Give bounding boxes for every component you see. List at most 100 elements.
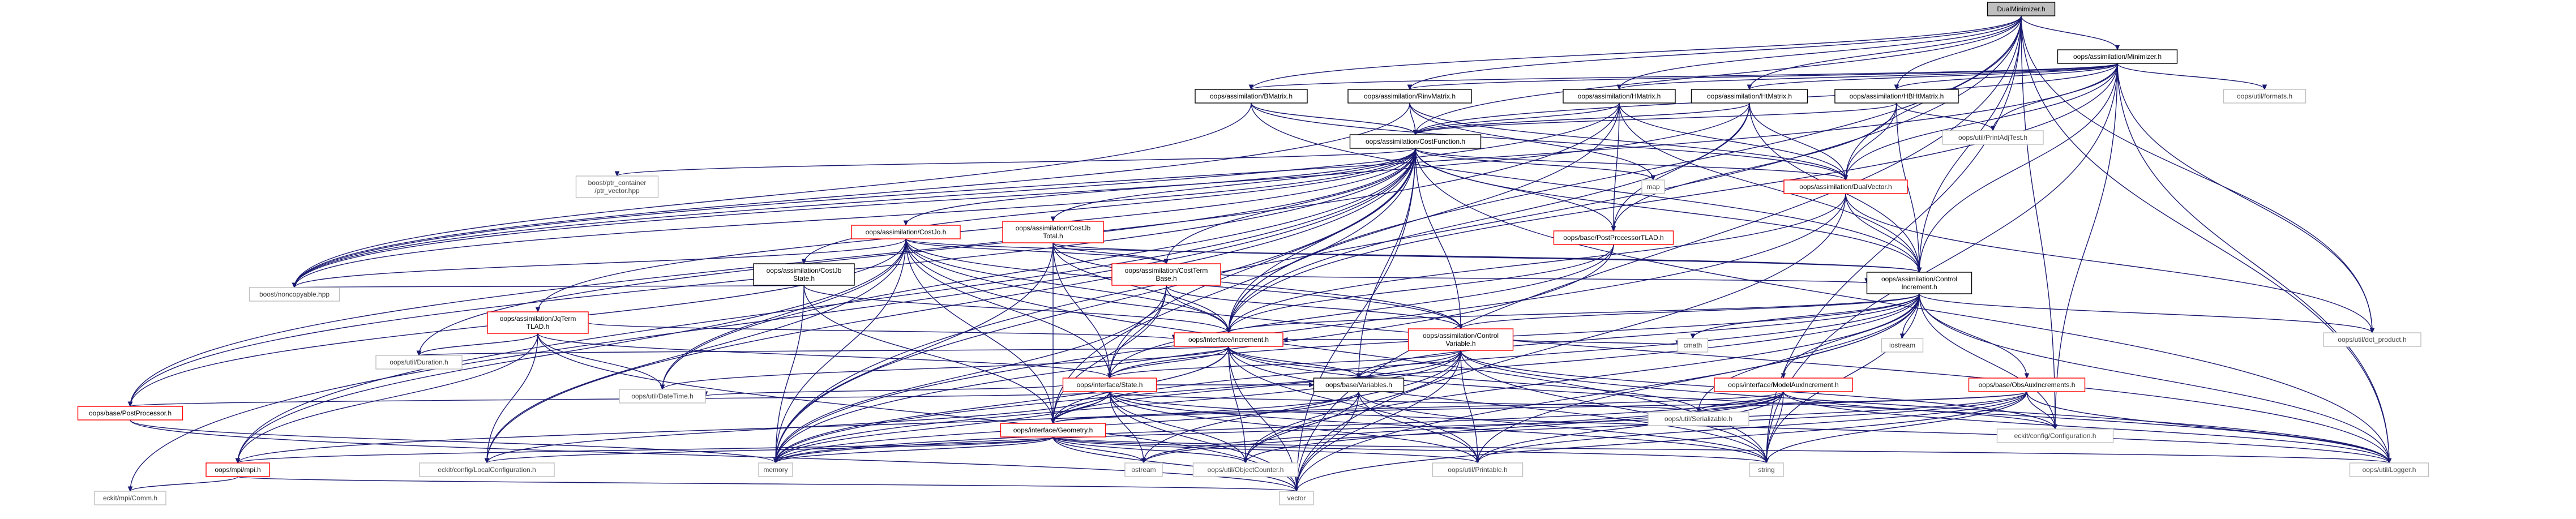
edge-n35-to-n45 [1052, 436, 1297, 492]
edge-n29-to-n39 [1109, 391, 1144, 464]
edge-n20-to-n43 [1919, 293, 2390, 464]
node-oops-base-postprocessor-h[interactable]: oops/base/PostProcessor.h [77, 406, 183, 421]
node-map: map [1641, 179, 1665, 194]
node-label: TLAD.h [527, 323, 550, 331]
edge-n0-to-n45 [1296, 15, 2022, 492]
node-box [758, 462, 793, 477]
edge-n22-to-n35 [1052, 350, 1461, 424]
edge-n8-to-n11 [1415, 148, 1654, 181]
node-box [1002, 221, 1104, 243]
node-label: DualMinimizer.h [1997, 5, 2045, 13]
edge-n20-to-n29 [1109, 293, 1920, 379]
edge-n15-to-n21 [803, 285, 1229, 333]
edge-n19-to-n29 [537, 333, 1110, 379]
edge-n26-to-n42 [1766, 391, 2027, 464]
edge-n15-to-n35 [803, 285, 1054, 424]
edge-n26-to-n38 [775, 391, 2027, 464]
edge-n17-to-n29 [1109, 244, 1614, 379]
node-oops-assimilation-bmatrix-h[interactable]: oops/assimilation/BMatrix.h [1195, 89, 1308, 104]
edge-arrowhead [1163, 259, 1169, 265]
edge-n4-to-n21 [1228, 102, 1620, 333]
edge-n1-to-n27 [2117, 63, 2373, 333]
edge-arrowhead [1356, 373, 1362, 379]
node-oops-assimilation-hmatrix-h[interactable]: oops/assimilation/HMatrix.h [1563, 89, 1676, 104]
node-oops-assimilation-costfunction-h[interactable]: oops/assimilation/CostFunction.h [1349, 134, 1482, 149]
node-oops-util-serializable-h: oops/util/Serializable.h [1648, 411, 1749, 426]
node-oops-interface-modelauxincrement-h[interactable]: oops/interface/ModelAuxIncrement.h [1714, 378, 1853, 392]
edge-n16-to-n21 [1166, 285, 1229, 333]
node-oops-assimilation-htmatrix-h[interactable]: oops/assimilation/HtMatrix.h [1691, 89, 1808, 104]
edge-n14-to-n16 [1052, 242, 1167, 264]
node-oops-interface-geometry-h[interactable]: oops/interface/Geometry.h [1000, 423, 1106, 437]
edge-arrowhead [2052, 424, 2058, 430]
edge-n31-to-n41 [1358, 391, 1478, 464]
edge-n21-to-n32 [1228, 346, 1699, 413]
edge-arrowhead [292, 282, 297, 289]
edge-n29-to-n42 [1109, 391, 1767, 464]
edge-arrowhead [801, 259, 807, 265]
node-oops-interface-state-h[interactable]: oops/interface/State.h [1062, 378, 1157, 392]
edge-arrowhead [1107, 373, 1112, 379]
edge-arrowhead [2386, 458, 2392, 464]
edge-n1-to-n20 [1919, 63, 2118, 273]
node-oops-util-dot-product-h: oops/util/dot_product.h [2323, 332, 2421, 347]
edge-n12-to-n20 [1845, 193, 1920, 273]
edge-n20-to-n22 [1460, 293, 1920, 329]
edge-n8-to-n22 [1415, 148, 1461, 329]
node-box [1192, 462, 1299, 477]
edge-n20-to-n25 [1783, 293, 1920, 379]
edge-arrowhead [1616, 84, 1622, 91]
node-box [1313, 378, 1405, 392]
node-box [2349, 462, 2429, 477]
node-label: oops/assimilation/RinvMatrix.h [1364, 92, 1456, 100]
edge-n8-to-n37 [486, 148, 1416, 464]
node-vector: vector [1279, 491, 1314, 505]
edge-n2-to-n18 [294, 102, 1252, 288]
node-box [575, 175, 659, 198]
node-oops-interface-increment-h[interactable]: oops/interface/Increment.h [1174, 332, 1283, 347]
node-oops-mpi-mpi-h[interactable]: oops/mpi/mpi.h [206, 462, 270, 477]
edge-n26-to-n43 [2026, 391, 2390, 464]
node-box [1347, 89, 1472, 104]
node-eckit-mpi-comm-h: eckit/mpi/Comm.h [94, 491, 166, 505]
edge-n19-to-n36 [237, 333, 538, 464]
node-box [1691, 89, 1808, 104]
edge-n8-to-n29 [1109, 148, 1416, 379]
edge-n5-to-n18 [294, 102, 1750, 288]
node-dualminimizer-h[interactable]: DualMinimizer.h [1987, 2, 2056, 16]
edge-n5-to-n12 [1749, 102, 1846, 181]
edge-n31-to-n42 [1358, 391, 1767, 464]
edge-n0-to-n5 [1749, 15, 2022, 90]
node-box [2223, 89, 2307, 104]
edge-n6-to-n17 [1613, 102, 1897, 231]
edge-n35-to-n43 [1052, 436, 2390, 464]
edge-n1-to-n7 [2117, 63, 2265, 90]
edge-n0-to-n8 [1415, 15, 2022, 135]
node-oops-base-obsauxincrements-h[interactable]: oops/base/ObsAuxIncrements.h [1968, 378, 2086, 392]
edge-n4-to-n12 [1619, 102, 1846, 181]
node-label: eckit/mpi/Comm.h [103, 494, 157, 502]
node-oops-assimilation-dualvector-h[interactable]: oops/assimilation/DualVector.h [1783, 179, 1908, 194]
edge-n1-to-n4 [1619, 63, 2118, 90]
edge-arrowhead [1475, 458, 1480, 464]
node-oops-assimilation-minimizer-h[interactable]: oops/assimilation/Minimizer.h [2057, 49, 2178, 64]
node-oops-base-variables-h[interactable]: oops/base/Variables.h [1313, 378, 1405, 392]
graph-edges [127, 15, 2392, 492]
node-box [249, 287, 340, 302]
node-oops-assimilation-rinvmatrix-h[interactable]: oops/assimilation/RinvMatrix.h [1347, 89, 1472, 104]
edge-n14-to-n38 [775, 242, 1054, 464]
node-oops-base-postprocessortlad-h[interactable]: oops/base/PostProcessorTLAD.h [1553, 230, 1674, 245]
edge-arrowhead [127, 401, 133, 408]
node-label: iostream [1889, 341, 1915, 349]
node-oops-assimilation-hbhtmatrix-h[interactable]: oops/assimilation/HBHtMatrix.h [1834, 89, 1959, 104]
edge-n20-to-n21 [1228, 293, 1920, 333]
node-oops-assimilation-costjo-h[interactable]: oops/assimilation/CostJo.h [851, 225, 961, 239]
node-box [1111, 263, 1221, 286]
edge-n12-to-n38 [775, 193, 1846, 464]
